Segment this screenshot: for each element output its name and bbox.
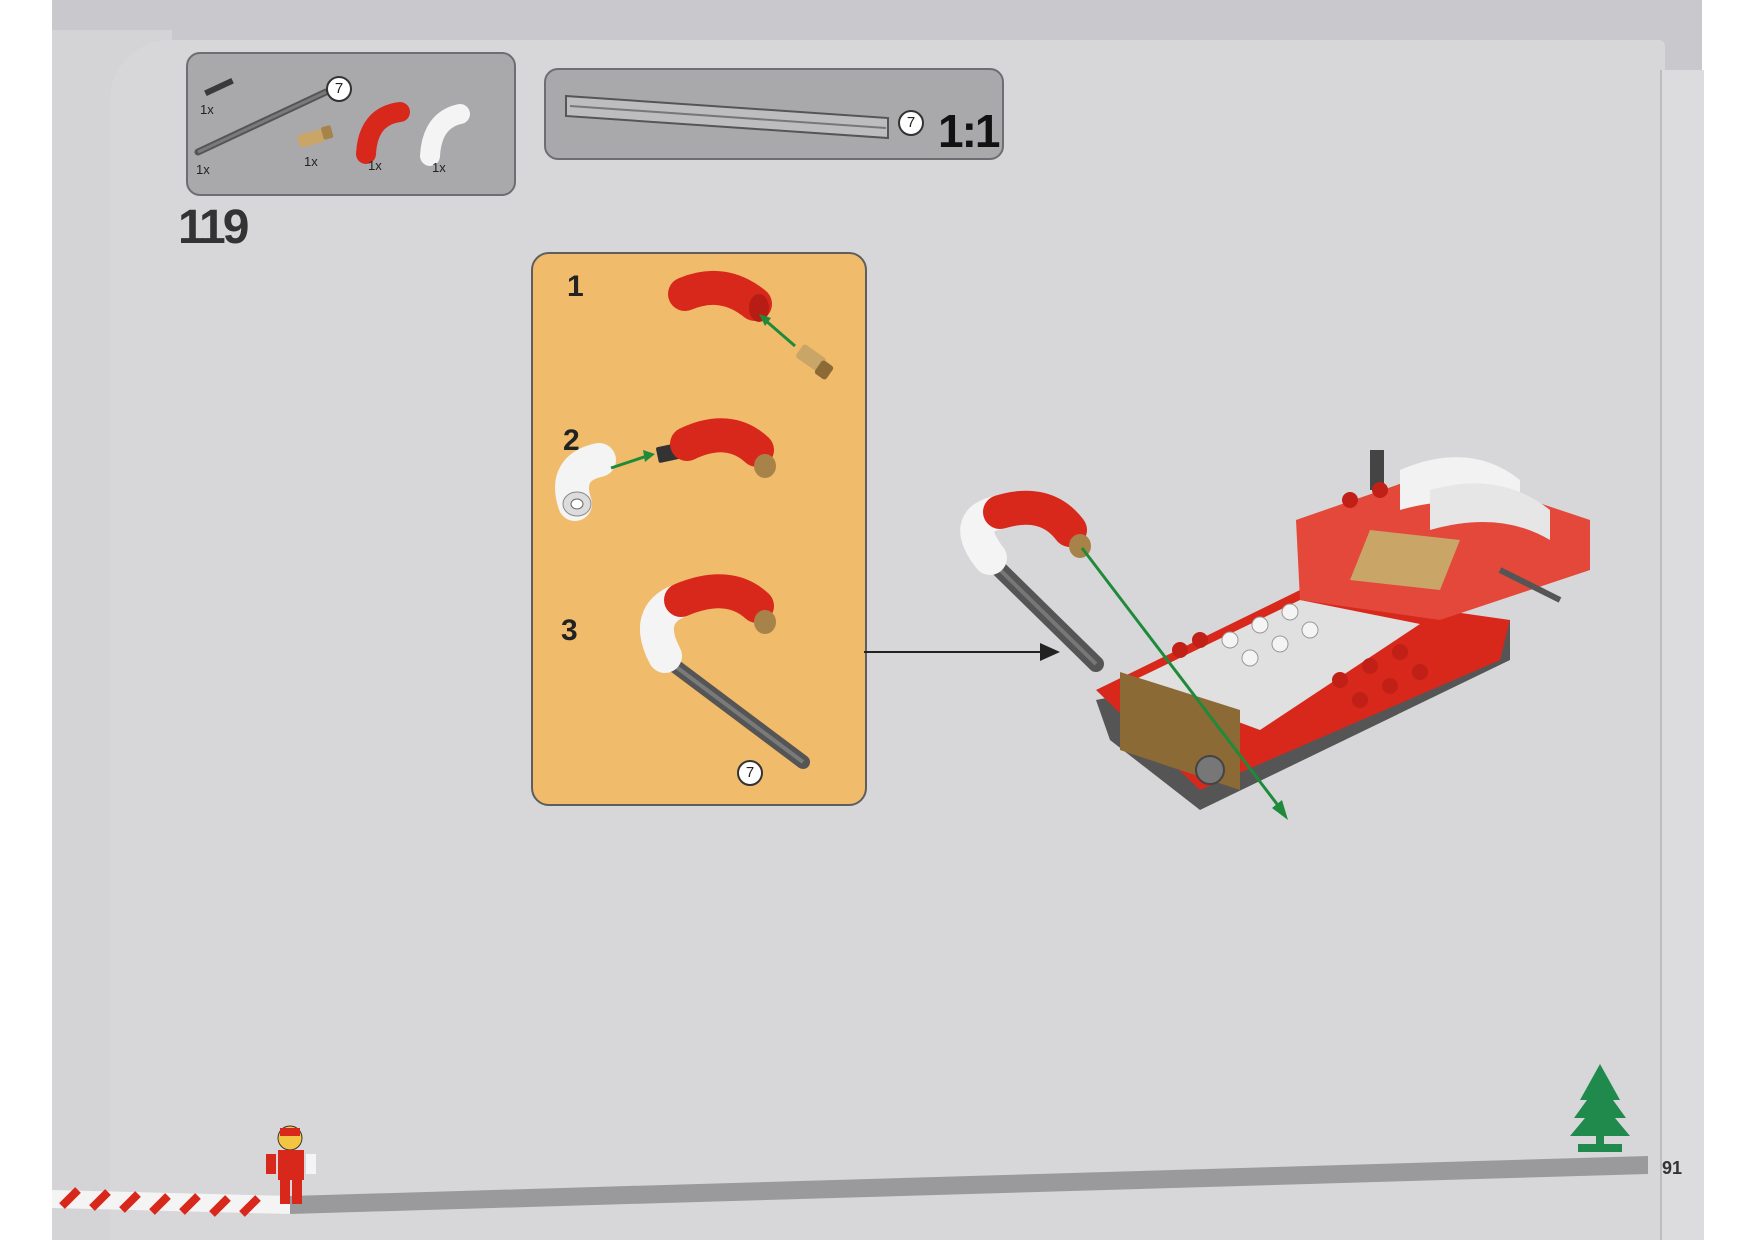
scale-axle-length-badge: 7 [898, 110, 924, 136]
axle-pin-icon [297, 125, 334, 148]
subassembly-graphics [555, 271, 834, 769]
substep-1-pin-icon [796, 344, 834, 380]
substep-number-3: 3 [561, 614, 578, 647]
page-number: 91 [1662, 1158, 1683, 1178]
parts-list-box: 1x 1x 1x 1x 1x 7 [186, 52, 516, 196]
substep-2-white-tube-icon [555, 443, 616, 521]
red-curved-tube-icon [356, 102, 410, 164]
qty-white-tube: 1x [432, 160, 446, 175]
substep-1-red-tube-icon [668, 271, 772, 322]
substep-2-arrow-icon [610, 450, 655, 470]
qty-red-tube: 1x [368, 158, 382, 173]
parts-list-graphics [194, 77, 470, 166]
substep-2-red-tube-icon [656, 418, 776, 478]
substep-3-assembly-icon [640, 574, 810, 769]
instruction-page [110, 40, 1665, 1240]
step-number: 119 [178, 201, 249, 254]
substep-axle-length-badge: 7 [737, 760, 763, 786]
qty-axle-pin: 1x [304, 154, 318, 169]
subassembly-callout: 1 2 3 [531, 252, 867, 806]
substep-number-2: 2 [563, 424, 580, 457]
qty-long-axle: 1x [196, 162, 210, 177]
white-curved-tube-icon [420, 104, 470, 166]
short-axle-icon [204, 77, 234, 97]
scale-axle-graphic [565, 94, 889, 140]
substep-number-1: 1 [567, 270, 584, 303]
scale-label: 1:1 [938, 105, 1001, 157]
long-axle-icon [194, 88, 330, 156]
axle-length-badge: 7 [326, 76, 352, 102]
page-stack-edge [1660, 70, 1704, 1240]
qty-short-axle: 1x [200, 102, 214, 117]
substep-1-arrow-icon [759, 314, 796, 348]
scale-reference-box: 7 [544, 68, 1004, 160]
